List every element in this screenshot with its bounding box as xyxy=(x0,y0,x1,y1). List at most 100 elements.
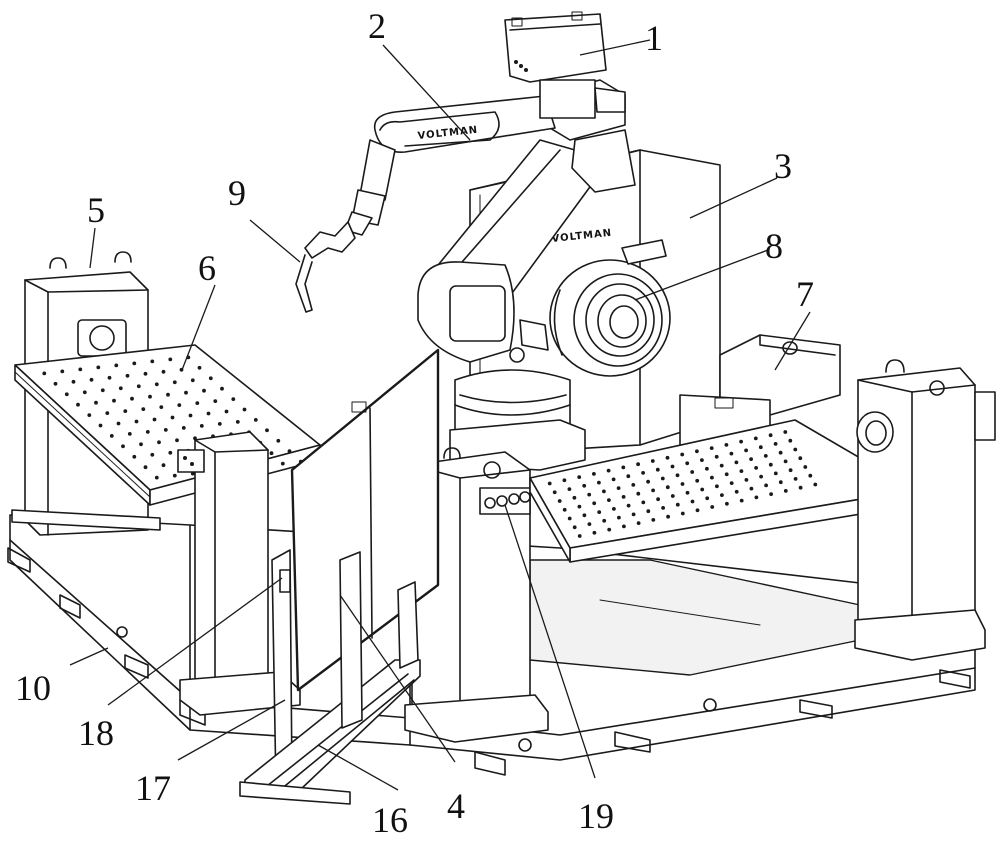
table-hole xyxy=(695,508,700,513)
callout-16: 16 xyxy=(372,800,408,840)
table-hole xyxy=(109,434,114,438)
table-hole xyxy=(143,371,148,376)
table-hole xyxy=(636,521,641,525)
table-hole xyxy=(705,496,710,501)
table-hole xyxy=(773,442,778,446)
table-hole xyxy=(783,459,788,464)
table-hole xyxy=(96,365,101,370)
table-hole xyxy=(622,524,626,529)
table-hole xyxy=(592,501,597,506)
table-hole xyxy=(675,502,680,507)
table-hole xyxy=(606,468,611,473)
callout-4: 4 xyxy=(447,786,465,826)
callout-19: 19 xyxy=(578,796,614,836)
table-hole xyxy=(197,365,202,370)
table-hole xyxy=(646,509,651,514)
table-hole xyxy=(656,497,660,502)
table-hole xyxy=(134,419,139,424)
table-hole xyxy=(141,407,146,411)
table-hole xyxy=(739,439,743,444)
table-hole xyxy=(778,450,783,455)
table-hole xyxy=(631,483,636,487)
table-hole xyxy=(177,403,182,407)
table-hole xyxy=(690,499,695,504)
table-hole xyxy=(152,417,157,422)
table-hole xyxy=(651,488,655,493)
table-hole xyxy=(754,495,759,500)
table-hole xyxy=(695,478,700,483)
table-hole xyxy=(666,514,670,519)
table-hole xyxy=(764,483,768,488)
table-hole xyxy=(602,489,606,494)
table-hole xyxy=(107,375,112,380)
table-hole xyxy=(587,522,592,526)
table-hole xyxy=(42,371,47,376)
table-hole xyxy=(788,468,793,473)
table-hole xyxy=(125,373,130,378)
table-hole xyxy=(749,486,754,491)
table-hole xyxy=(641,500,646,505)
table-hole xyxy=(607,498,611,502)
table-hole xyxy=(617,515,621,520)
table-hole xyxy=(206,411,211,416)
table-hole xyxy=(112,398,116,403)
table-hole xyxy=(680,511,685,516)
table-hole xyxy=(655,467,660,472)
table-hole xyxy=(695,449,699,454)
table-hole xyxy=(60,369,65,374)
callout-8: 8 xyxy=(765,226,783,266)
table-hole xyxy=(621,465,626,470)
table-hole xyxy=(621,495,626,499)
table-hole xyxy=(53,381,58,386)
table-hole xyxy=(768,462,773,467)
table-hole xyxy=(582,513,587,518)
table-hole xyxy=(680,482,685,486)
table-hole xyxy=(592,472,596,476)
table-hole xyxy=(660,476,665,481)
table-hole xyxy=(758,445,763,450)
table-hole xyxy=(612,507,616,511)
table-hole xyxy=(749,457,753,461)
left-tailstock-column xyxy=(177,431,301,716)
table-hole xyxy=(710,505,715,509)
table-hole xyxy=(690,470,695,474)
callout-2: 2 xyxy=(368,6,386,46)
table-hole xyxy=(557,499,562,503)
table-hole xyxy=(190,378,195,383)
table-hole xyxy=(714,454,719,459)
table-hole xyxy=(577,534,582,538)
table-hole xyxy=(172,473,177,478)
table-hole xyxy=(82,390,87,395)
table-hole xyxy=(98,423,103,428)
table-hole xyxy=(739,498,744,503)
right-front-column xyxy=(404,447,549,743)
table-hole xyxy=(150,452,155,457)
table-hole xyxy=(719,463,724,468)
table-hole xyxy=(626,503,631,508)
table-hole xyxy=(118,386,123,391)
table-hole xyxy=(753,436,758,441)
table-hole xyxy=(562,507,567,512)
table-hole xyxy=(123,409,128,413)
table-hole xyxy=(705,466,709,471)
table-hole xyxy=(161,463,166,468)
table-hole xyxy=(143,465,148,470)
table-hole xyxy=(773,471,778,476)
table-hole xyxy=(724,443,729,447)
table-hole xyxy=(145,430,150,434)
control-button-panel xyxy=(479,487,531,515)
table-hole xyxy=(739,469,744,473)
table-hole xyxy=(184,390,188,395)
table-hole xyxy=(744,448,748,453)
table-hole xyxy=(680,452,685,457)
table-hole xyxy=(729,481,734,485)
table-hole xyxy=(577,475,582,479)
table-hole xyxy=(235,420,240,424)
table-hole xyxy=(665,455,670,460)
table-hole xyxy=(170,415,175,420)
table-hole xyxy=(793,447,798,452)
table-hole xyxy=(154,475,159,480)
table-hole xyxy=(631,512,636,517)
table-hole xyxy=(161,369,166,374)
